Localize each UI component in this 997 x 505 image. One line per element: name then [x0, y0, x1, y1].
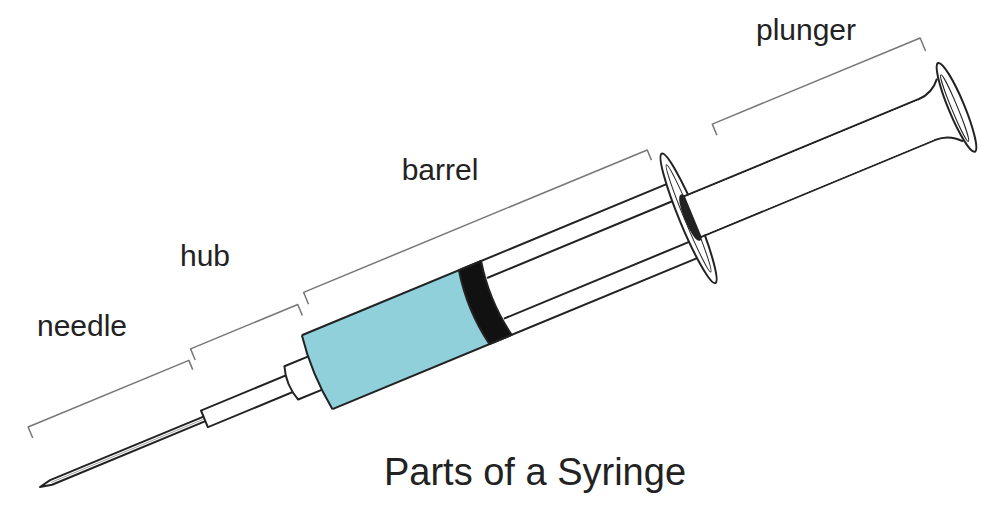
barrel-bracket	[304, 150, 653, 304]
hub-collar	[201, 374, 296, 427]
barrel-outline	[299, 182, 702, 410]
plunger-bracket	[712, 38, 925, 137]
barrel-ground	[299, 182, 702, 410]
plunger-rod	[679, 79, 963, 249]
plunger-rod-fill	[685, 101, 934, 236]
figure-caption: Parts of a Syringe	[384, 453, 686, 491]
needle-bracket	[28, 360, 193, 438]
part-brackets	[21, 37, 932, 438]
plunger-stopper	[455, 261, 511, 346]
plunger-thumb-rest	[931, 60, 983, 155]
barrel-label: barrel	[402, 155, 479, 185]
needle-label: needle	[37, 311, 127, 341]
needle-shaft	[39, 416, 207, 490]
hub-label: hub	[180, 241, 230, 271]
plunger-thumb-rim	[938, 74, 971, 143]
syringe	[10, 31, 991, 505]
needle-shine	[51, 419, 204, 483]
plunger-label: plunger	[756, 15, 856, 45]
hub-bracket	[191, 304, 303, 359]
plunger-rod-inside	[487, 199, 695, 319]
barrel-liquid	[299, 270, 489, 410]
